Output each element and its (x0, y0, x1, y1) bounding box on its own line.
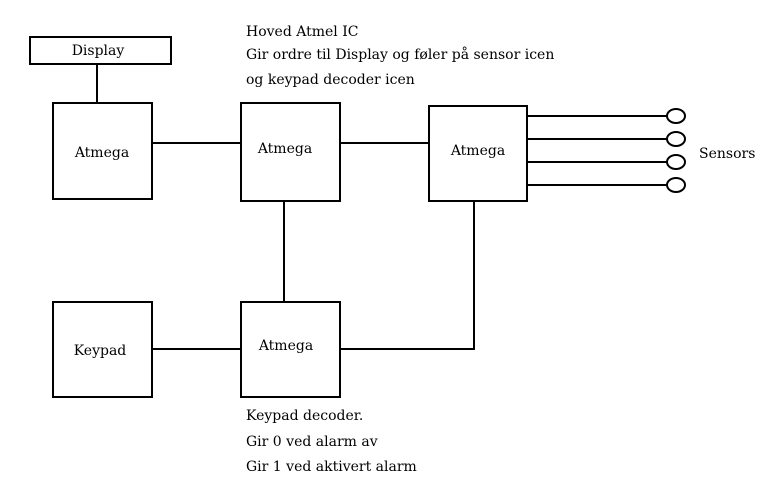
keypad-note-line-2: Gir 0 ved alarm av (246, 434, 378, 450)
keypad-block (52, 301, 153, 398)
keypad-note-line-1: Keypad decoder. (246, 408, 363, 424)
line-keypad-decoder-atmega-right (340, 201, 475, 350)
atmega-right-label: Atmega (450, 143, 505, 159)
main-ic-note-line-3: og keypad decoder icen (246, 72, 415, 88)
main-ic-note-line-1: Hoved Atmel IC (246, 24, 358, 40)
display-label: Display (72, 43, 125, 59)
sensors-label: Sensors (699, 146, 755, 162)
atmega-left-block (52, 102, 153, 200)
atmega-keypad-block (240, 301, 341, 398)
keypad-label: Keypad (74, 343, 127, 359)
main-ic-note-line-2: Gir ordre til Display og føler på sensor… (246, 46, 554, 63)
atmega-left-label: Atmega (74, 145, 129, 161)
sensor-terminal-2 (666, 131, 686, 147)
sensor-terminal-3 (666, 154, 686, 170)
atmega-main-block (240, 102, 341, 202)
display-block (29, 36, 172, 65)
atmega-main-label: Atmega (257, 141, 312, 157)
keypad-note-line-3: Gir 1 ved aktivert alarm (246, 459, 417, 475)
atmega-keypad-label: Atmega (258, 338, 313, 354)
sensor-terminal-4 (666, 177, 686, 193)
atmega-right-block (428, 105, 528, 202)
sensor-terminal-1 (666, 108, 686, 124)
